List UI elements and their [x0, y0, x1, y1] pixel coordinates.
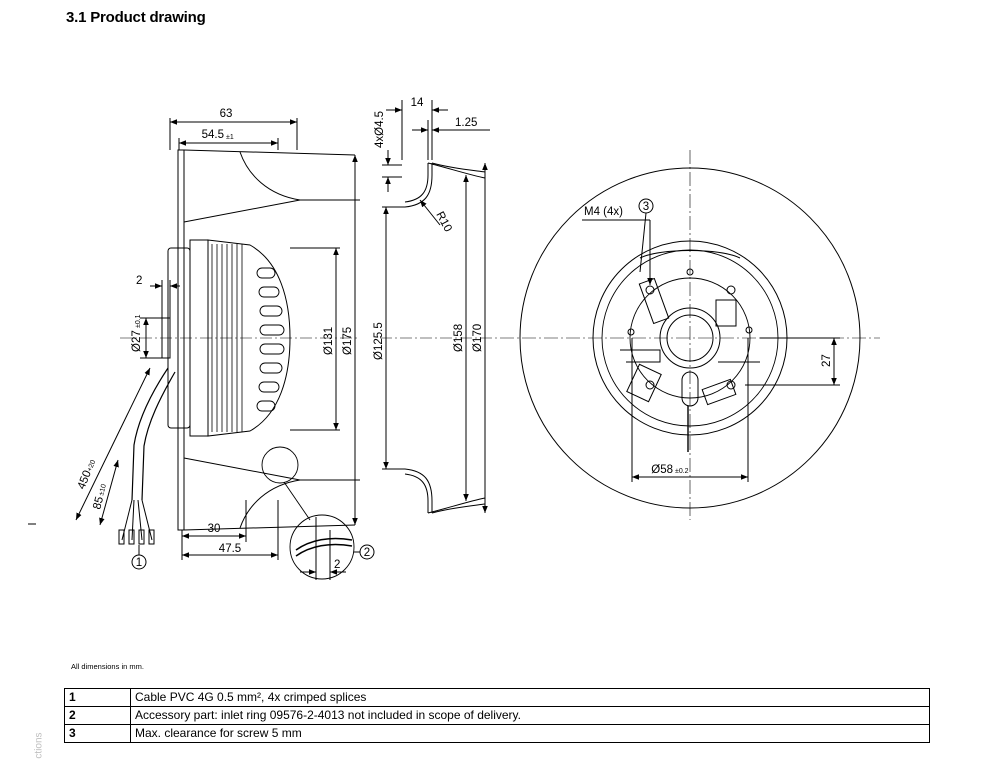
dim-30: 30	[208, 523, 221, 535]
front-view-labels: M4 (4x) 3 27 Ø58 ±0.2	[584, 201, 833, 476]
note-text: Max. clearance for screw 5 mm	[130, 724, 930, 743]
dim-radius-10: R10	[433, 210, 454, 234]
dim-diameter-158: Ø158	[453, 324, 465, 352]
dim-holes-4x-4-5: 4xØ4.5	[374, 111, 386, 148]
label-m4-4x: M4 (4x)	[584, 206, 623, 218]
note-number: 1	[64, 688, 131, 707]
note-text: Accessory part: inlet ring 09576-2-4013 …	[130, 706, 930, 725]
dim-diameter-125-5: Ø125.5	[373, 322, 385, 360]
section-view	[380, 100, 500, 514]
dim-diameter-175: Ø175	[342, 327, 354, 355]
table-row: 3 Max. clearance for screw 5 mm	[64, 724, 930, 743]
dim-1-25: 1.25	[455, 117, 477, 129]
side-view	[75, 118, 375, 580]
dim-cable-450-tolerance: +20	[86, 459, 97, 473]
dim-54-5: 54.5	[202, 129, 224, 141]
callout-3: 3	[643, 201, 649, 213]
note-number: 2	[64, 706, 131, 725]
table-row: 2 Accessory part: inlet ring 09576-2-401…	[64, 706, 930, 725]
dim-cable-85-tolerance: ±10	[98, 483, 108, 496]
dim-cable-85: 85	[91, 495, 106, 510]
section-title: 3.1 Product drawing	[66, 9, 206, 26]
dim-detail-2: 2	[334, 559, 340, 571]
dim-63: 63	[220, 108, 233, 120]
dim-diameter-131: Ø131	[323, 327, 335, 355]
dim-27: 27	[821, 354, 833, 367]
dim-diameter-27: Ø27	[131, 330, 143, 352]
dim-shaft-2: 2	[136, 275, 142, 287]
dim-diameter-27-tolerance: ±0.1	[135, 314, 142, 328]
dim-diameter-170: Ø170	[472, 324, 484, 352]
table-row: 1 Cable PVC 4G 0.5 mm², 4x crimped splic…	[64, 688, 930, 707]
callout-2: 2	[364, 547, 370, 559]
dimensions-note: All dimensions in mm.	[71, 662, 144, 671]
front-view	[500, 150, 880, 520]
callout-1: 1	[136, 557, 142, 569]
dim-47-5: 47.5	[219, 543, 241, 555]
dim-14: 14	[411, 97, 424, 109]
note-number: 3	[64, 724, 131, 743]
dim-diameter-58: Ø58	[651, 464, 673, 476]
dim-diameter-58-tolerance: ±0.2	[675, 468, 689, 475]
notes-table: 1 Cable PVC 4G 0.5 mm², 4x crimped splic…	[64, 688, 930, 743]
dim-54-5-tolerance: ±1	[226, 134, 234, 141]
note-text: Cable PVC 4G 0.5 mm², 4x crimped splices	[130, 688, 930, 707]
side-view-labels: 63 54.5 ±1 2 Ø27 ±0.1 Ø131 Ø175 30 47.5 …	[76, 108, 371, 571]
margin-text: ctions	[33, 732, 45, 759]
